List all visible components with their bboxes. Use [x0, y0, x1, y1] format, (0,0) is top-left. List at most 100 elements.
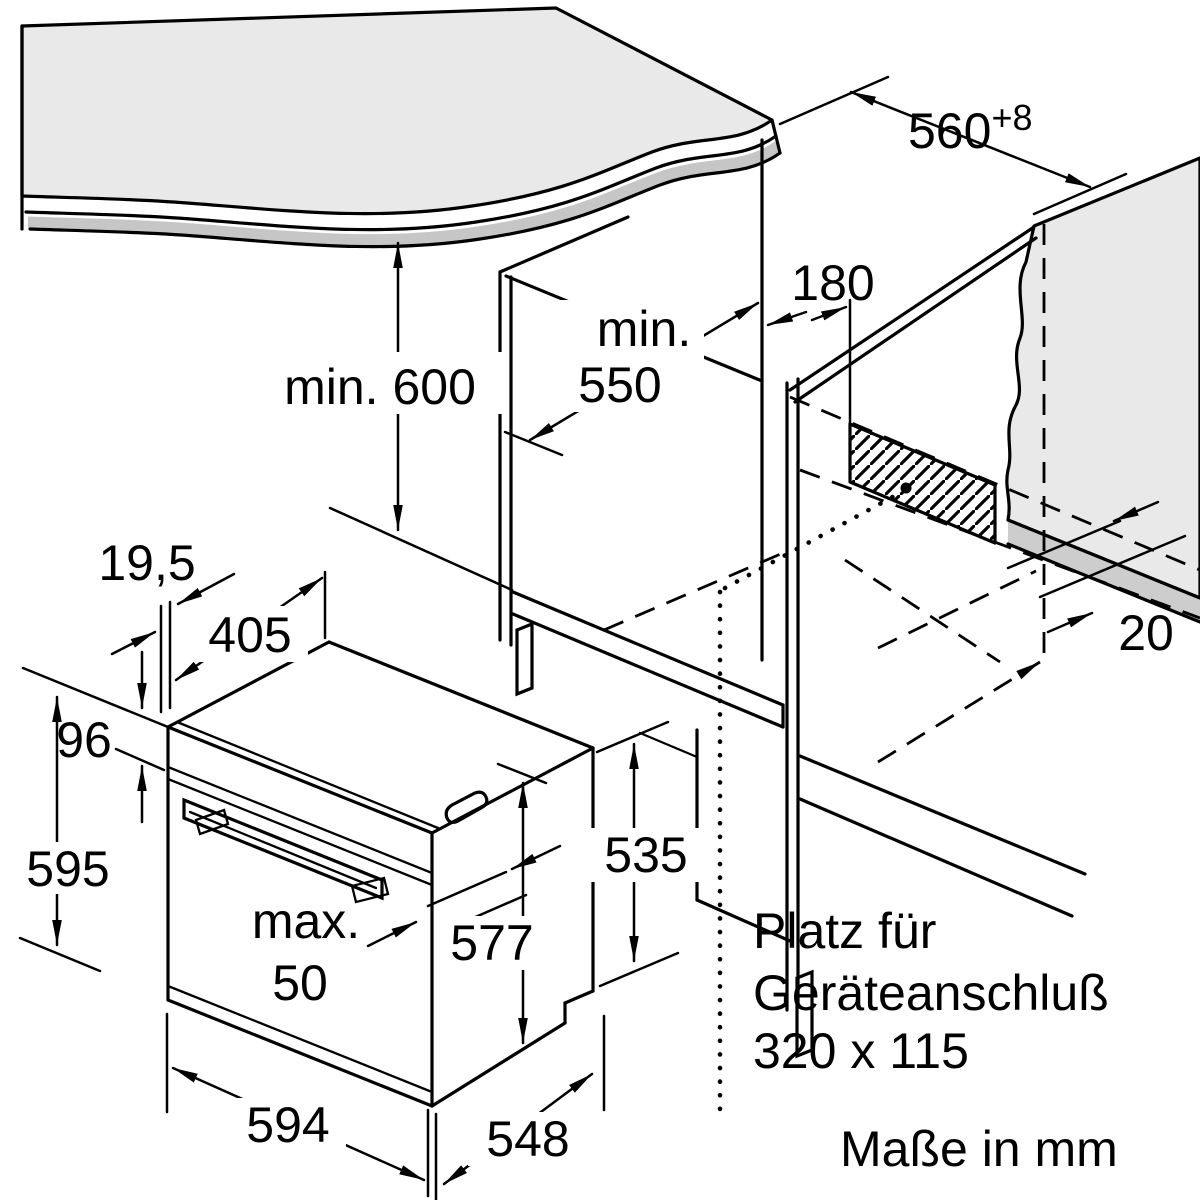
gap-line-20-b	[1038, 534, 1187, 599]
dimension-594: 594	[165, 1012, 438, 1200]
dim-arrow-max50-right	[510, 844, 562, 871]
dimension-405: 405	[174, 570, 327, 682]
note-units: Maße in mm	[840, 1121, 1118, 1177]
countertop-edge-top-line	[24, 134, 778, 232]
dimension-595: 595	[18, 695, 118, 973]
oven-side-bottom-edge	[430, 1021, 567, 1108]
oven-handle-bracket-right	[350, 876, 390, 904]
dim-line-560	[849, 90, 1092, 189]
dim-arrow-20-upper	[1112, 500, 1160, 523]
dim-label-405: 405	[208, 607, 291, 663]
side-panel-foot	[795, 969, 814, 1059]
dim-arrow-max50-left	[366, 920, 418, 948]
ext-line-535-top	[595, 720, 670, 754]
dimension-180: 180	[766, 255, 875, 327]
cabinet-left-foot	[515, 621, 534, 697]
hidden-niche-bottom-line	[799, 468, 1200, 620]
gap-line-20-a	[1006, 519, 1122, 570]
label-box-577	[438, 916, 548, 970]
rear-wall-base-edge-b	[798, 797, 1074, 918]
note-platz-line2: Geräteanschluß	[753, 965, 1109, 1021]
floor-hidden-rear-edge	[603, 551, 784, 632]
oven-handle-bracket-left	[194, 808, 230, 836]
oven-side-bottom-rear-edge	[563, 989, 595, 1005]
rear-wall-module	[785, 156, 1200, 1059]
ext-line-96-bottom	[114, 747, 166, 772]
dim-label-min550-word: min.	[597, 301, 691, 357]
dim-label-min550-value: 550	[578, 357, 661, 413]
floor-front-bottom-edge	[511, 612, 785, 729]
dimension-548: 548	[442, 1014, 606, 1186]
countertop-edge-bottom-line	[28, 151, 782, 249]
oven-top-rear-edge	[327, 640, 595, 750]
dimension-535: 535	[590, 720, 702, 988]
ext-line-96-top	[21, 666, 170, 729]
dim-label-535: 535	[604, 827, 687, 883]
oven	[166, 640, 595, 1108]
dim-label-548: 548	[486, 1111, 569, 1167]
connection-point-dot	[900, 482, 912, 494]
wall-surface	[1005, 156, 1200, 600]
dim-arrow-180-left	[766, 310, 808, 327]
note-platz-line1: Platz für	[753, 903, 936, 959]
dimension-min-550: min. 550	[503, 300, 760, 457]
label-box-405	[192, 606, 308, 662]
dimension-min-600: min. 600	[258, 241, 514, 592]
rear-wall-top-edge-outer	[788, 225, 1036, 392]
oven-panel-line-a	[166, 765, 434, 875]
leader-diagonal-dotted	[722, 491, 901, 591]
oven-handle-inner-line	[188, 810, 378, 890]
label-box-min550	[556, 300, 704, 412]
connection-area-hatch-pattern	[848, 422, 997, 545]
hidden-gap-arrow	[877, 660, 1041, 764]
oven-handle-bar	[182, 797, 384, 901]
label-box-min600	[258, 352, 504, 414]
cabinet-niche	[498, 138, 792, 943]
oven-top-frame-line	[175, 720, 440, 830]
hidden-floor-corner-b	[877, 569, 1037, 650]
dim-560-value: 560	[908, 103, 991, 159]
countertop-edge-strip	[27, 141, 782, 246]
ext-line-min550-front	[503, 430, 564, 457]
connection-leader	[717, 491, 901, 1115]
wall-bottom-edge-top	[1006, 518, 1200, 600]
rear-wall-top-edge-inner	[793, 236, 1038, 404]
countertop-corner-edge	[770, 118, 782, 155]
dim-arrow-20-lower	[1046, 611, 1094, 634]
dim-arrow-180-right	[810, 305, 848, 322]
handle-plane-line-a	[426, 870, 508, 908]
ext-line-min600-bottom	[328, 506, 514, 592]
dim-label-594: 594	[246, 1097, 329, 1153]
hidden-floor-corner-a	[844, 558, 1001, 664]
ext-line-595-bottom	[18, 936, 102, 973]
countertop	[20, 6, 782, 249]
dim-label-19-5: 19,5	[98, 535, 195, 591]
dim-arrow-195-left	[110, 630, 157, 656]
annotation-connection-space: Platz für Geräteanschluß 320 x 115	[753, 903, 1109, 1079]
oven-front-bottom-edge	[166, 998, 434, 1108]
dim-label-560: 560+8	[908, 97, 1032, 159]
dim-label-20: 20	[1118, 605, 1174, 661]
rear-wall-base-edge-a	[798, 754, 1087, 876]
dim-label-max: max.	[252, 893, 360, 949]
oven-top-front-edge	[166, 725, 434, 835]
dim-label-96: 96	[56, 712, 112, 768]
label-box-594	[230, 1098, 346, 1152]
dimension-max-50: max. 50	[252, 844, 562, 1011]
plinth-top-edge	[638, 731, 699, 759]
note-platz-line3: 320 x 115	[753, 1023, 969, 1079]
dim-label-min-600: min. 600	[284, 359, 476, 415]
oven-panel-line-b	[166, 777, 434, 887]
dimension-560: 560+8	[778, 75, 1128, 216]
oven-side-grip-slot	[444, 790, 489, 825]
ext-line-560-right	[1032, 172, 1128, 216]
dim-label-180: 180	[791, 255, 874, 311]
plinth-bottom-edge	[695, 898, 792, 943]
label-box-548	[468, 1112, 586, 1166]
dim-label-577: 577	[450, 915, 533, 971]
ext-line-560-left	[778, 75, 890, 126]
dimension-20: 20	[1006, 500, 1187, 661]
ext-line-577-top	[496, 762, 548, 785]
